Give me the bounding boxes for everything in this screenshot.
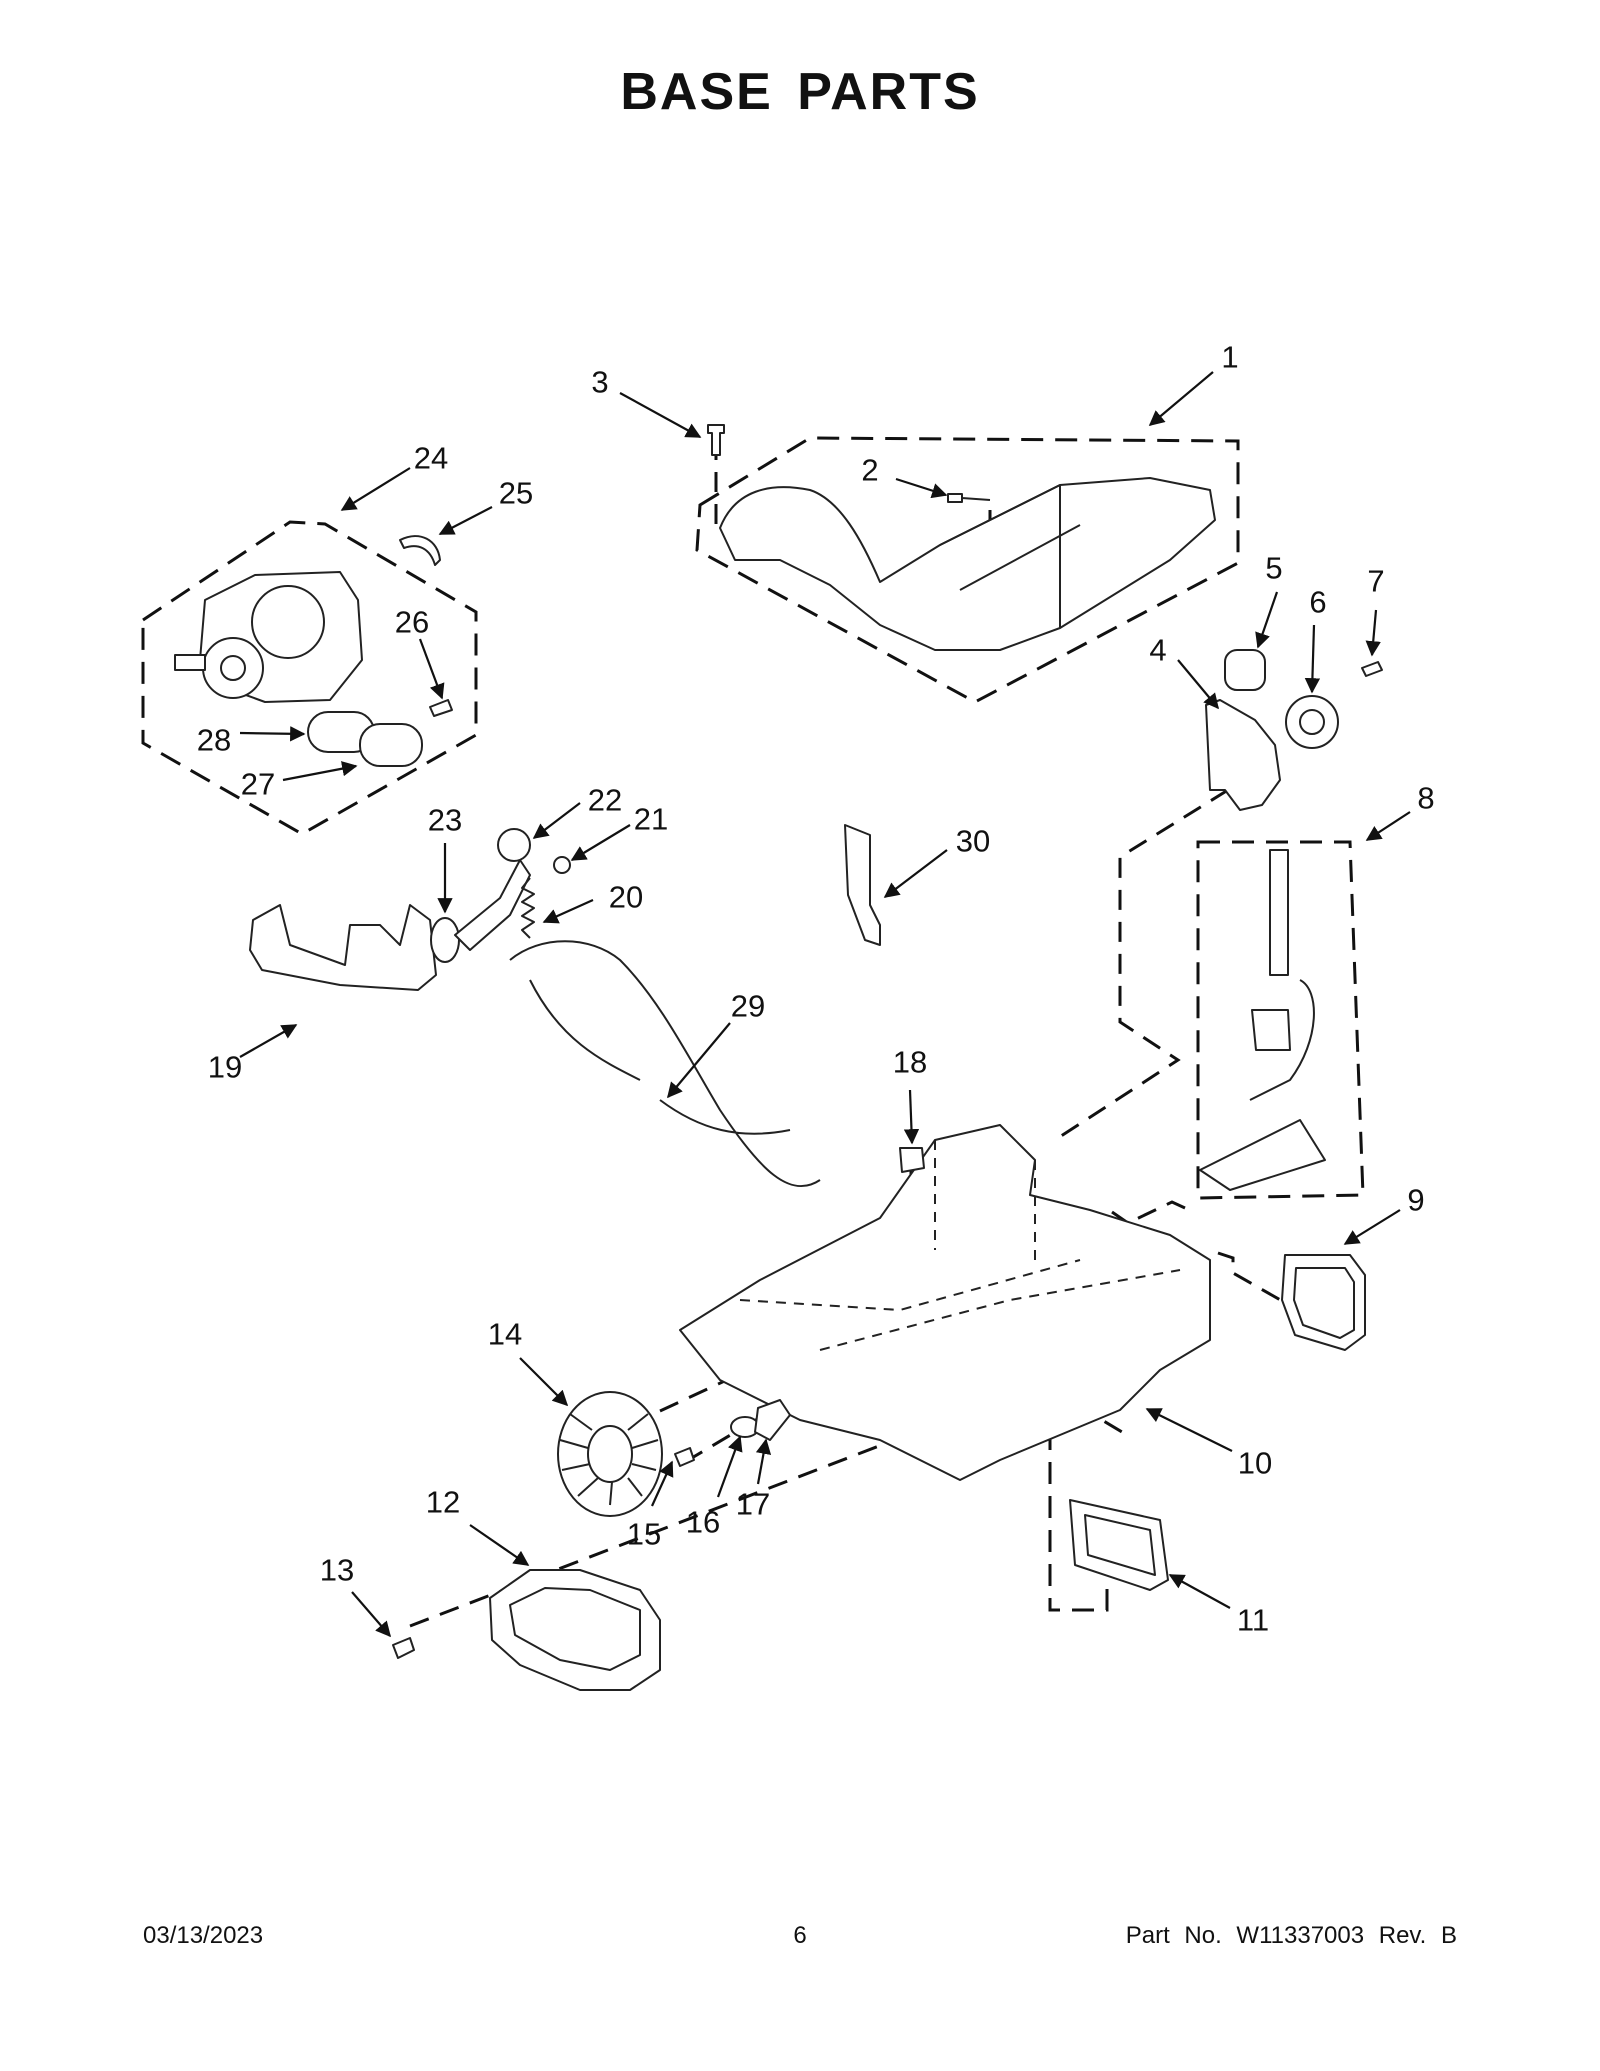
part-idler-pulley-22-drawing [497, 828, 531, 862]
part-filter-11-drawing [1069, 1499, 1169, 1591]
part-bracket-17-drawing [754, 1399, 791, 1441]
leader-22 [532, 802, 581, 839]
connector-pump-to-base [1111, 1200, 1186, 1225]
part-fan-housing-6-drawing [1285, 695, 1339, 749]
callout-2: 2 [861, 452, 879, 488]
callout-6: 6 [1309, 584, 1327, 620]
leader-18 [903, 1089, 920, 1145]
leader-10 [1145, 1408, 1233, 1452]
callout-25: 25 [498, 475, 534, 511]
leader-8 [1365, 811, 1411, 841]
callout-4: 4 [1149, 632, 1167, 668]
leader-28 [239, 726, 306, 742]
connector-9-to-base [1217, 1251, 1299, 1312]
leader-29 [667, 1022, 731, 1099]
callout-8: 8 [1417, 780, 1435, 816]
part-screw-7-drawing [1361, 661, 1383, 677]
part-duct-12-drawing [489, 1569, 661, 1691]
part-pulley-23-drawing [430, 917, 460, 963]
connector-11 [959, 1351, 1128, 1437]
leader-13 [351, 1591, 392, 1638]
part-gasket-9-drawing [1281, 1254, 1366, 1351]
callout-15: 15 [626, 1516, 662, 1552]
callout-1: 1 [1221, 339, 1239, 375]
leader-3 [619, 392, 702, 438]
callout-17: 17 [735, 1486, 771, 1522]
callout-22: 22 [587, 782, 623, 818]
leader-5 [1255, 591, 1279, 649]
leader-9 [1343, 1209, 1401, 1245]
connector-4-to-base [1054, 788, 1229, 1142]
callout-28: 28 [196, 722, 232, 758]
callout-14: 14 [487, 1316, 523, 1352]
leader-7 [1365, 609, 1381, 657]
leader-2 [895, 477, 948, 499]
footer-page-number: 6 [793, 1922, 807, 1949]
callout-27: 27 [240, 766, 276, 802]
callout-10: 10 [1237, 1445, 1273, 1481]
part-sensor-5-drawing [1224, 649, 1266, 691]
part-clip-25-drawing [399, 535, 441, 566]
leader-1 [1148, 371, 1214, 426]
part-screw-26-drawing [429, 699, 453, 717]
leader-24 [340, 467, 411, 511]
part-idler-arm-drawing [454, 859, 531, 951]
part-upper-duct-drawing [719, 477, 1216, 651]
connector-12-13 [409, 1434, 906, 1628]
callout-21: 21 [633, 801, 669, 837]
part-screw-15-drawing [674, 1447, 695, 1467]
callout-9: 9 [1407, 1182, 1425, 1218]
page-title: BASE PARTS [620, 63, 980, 121]
part-pump-drawing [1269, 849, 1289, 976]
leader-4 [1177, 659, 1219, 710]
leader-26 [418, 638, 445, 700]
callout-20: 20 [608, 879, 644, 915]
callout-16: 16 [685, 1504, 721, 1540]
leader-14 [519, 1357, 569, 1407]
part-motor-mount-drawing [249, 904, 437, 991]
leader-20 [542, 898, 594, 924]
part-screw-13-drawing [392, 1637, 415, 1659]
leader-30 [883, 849, 948, 898]
part-screw-3-drawing [707, 424, 725, 456]
leader-19 [239, 1024, 298, 1058]
part-blower-housing-4-drawing [1205, 699, 1281, 811]
leader-15 [650, 1460, 674, 1507]
part-thermostat-18-drawing [899, 1147, 925, 1173]
callout-24: 24 [413, 440, 449, 476]
leader-11 [1168, 1574, 1231, 1609]
part-sensor-2-drawing [947, 493, 991, 503]
callout-29: 29 [730, 988, 766, 1024]
callout-18: 18 [892, 1044, 928, 1080]
leader-21 [570, 824, 631, 861]
callout-7: 7 [1367, 563, 1385, 599]
callout-19: 19 [207, 1049, 243, 1085]
callout-3: 3 [591, 364, 609, 400]
footer-date: 03/13/2023 [143, 1922, 264, 1949]
callout-12: 12 [425, 1484, 461, 1520]
part-washer-21-drawing [553, 856, 571, 874]
callout-30: 30 [955, 823, 991, 859]
callout-26: 26 [394, 604, 430, 640]
leader-6 [1304, 624, 1321, 694]
leader-17 [755, 1438, 772, 1485]
footer-part-number: Part No. W11337003 Rev. B [1125, 1922, 1457, 1949]
leader-25 [438, 506, 493, 535]
part-spring-20-drawing [521, 877, 535, 939]
group-boundary-motor [141, 520, 478, 836]
callout-13: 13 [319, 1552, 355, 1588]
callout-23: 23 [427, 802, 463, 838]
group-boundary-upper-duct [695, 436, 1240, 704]
group-boundary-pump [1196, 840, 1365, 1200]
leader-27 [282, 761, 358, 782]
part-wire-harness-drawing [509, 940, 821, 1188]
leader-12 [469, 1524, 530, 1566]
leader-16 [716, 1435, 743, 1498]
part-bracket-30-drawing [844, 824, 881, 946]
part-capacitor-27-drawing [359, 723, 423, 767]
callout-5: 5 [1265, 550, 1283, 586]
callout-11: 11 [1236, 1602, 1270, 1638]
